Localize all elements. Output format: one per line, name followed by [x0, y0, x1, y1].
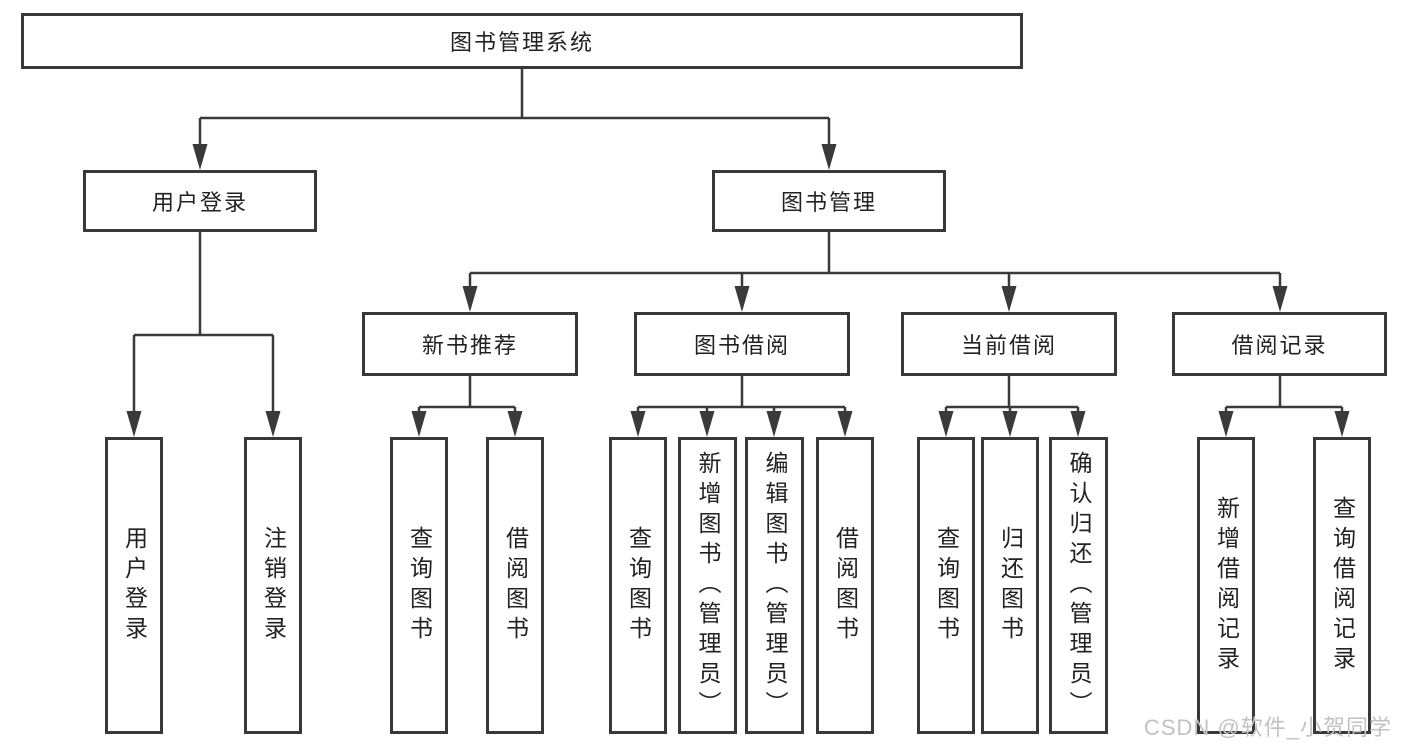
leaf-query-books-recommend-label: 查询图书: [406, 525, 433, 646]
edge-book-borrow-to-leaves: [630, 376, 853, 437]
node-book-management-label: 图书管理: [780, 190, 877, 215]
leaf-query-books-borrow-label: 查询图书: [625, 525, 652, 646]
leaf-borrow-books-borrow: 借阅图书: [816, 437, 874, 734]
edge-current-borrow-to-leaves: [938, 376, 1086, 437]
leaf-confirm-return-admin: 确认归还（管理员）: [1049, 437, 1108, 734]
leaf-add-books-admin-label: 新增图书（管理员）: [695, 450, 721, 721]
edge-new-book-recommend-to-leaves: [411, 376, 523, 437]
leaf-query-borrow-record-label: 查询借阅记录: [1329, 495, 1356, 676]
node-user-login-label: 用户登录: [151, 190, 248, 215]
leaf-query-books-current: 查询图书: [917, 437, 975, 734]
node-user-login: 用户登录: [83, 170, 317, 232]
node-root-label: 图书管理系统: [449, 30, 594, 55]
leaf-user-login: 用户登录: [105, 437, 163, 734]
watermark: CSDN @软件_小贺同学: [1143, 715, 1392, 740]
node-root: 图书管理系统: [21, 13, 1023, 69]
leaf-add-books-admin: 新增图书（管理员）: [678, 437, 737, 734]
leaf-query-books-recommend: 查询图书: [390, 437, 448, 734]
leaf-edit-books-admin-label: 编辑图书（管理员）: [762, 450, 788, 721]
node-current-borrow: 当前借阅: [901, 312, 1117, 376]
node-book-borrow: 图书借阅: [634, 312, 850, 376]
edge-root-to-level2: [192, 69, 837, 170]
edge-book-management-to-level3: [462, 232, 1288, 312]
edge-borrow-records-to-leaves: [1218, 376, 1350, 437]
node-borrow-records: 借阅记录: [1172, 312, 1387, 376]
node-book-borrow-label: 图书借阅: [693, 333, 790, 358]
leaf-return-books-label: 归还图书: [997, 525, 1024, 646]
node-new-book-recommend-label: 新书推荐: [421, 333, 518, 358]
leaf-add-borrow-record: 新增借阅记录: [1197, 437, 1255, 734]
edge-user-login-to-leaves: [126, 232, 281, 437]
leaf-borrow-books-recommend: 借阅图书: [486, 437, 544, 734]
leaf-user-login-label: 用户登录: [121, 525, 148, 646]
leaf-logout: 注销登录: [244, 437, 302, 734]
leaf-confirm-return-admin-label: 确认归还（管理员）: [1066, 450, 1092, 721]
leaf-query-books-borrow: 查询图书: [609, 437, 667, 734]
leaf-borrow-books-borrow-label: 借阅图书: [832, 525, 859, 646]
leaf-edit-books-admin: 编辑图书（管理员）: [745, 437, 804, 734]
leaf-add-borrow-record-label: 新增借阅记录: [1213, 495, 1240, 676]
node-book-management: 图书管理: [712, 170, 946, 232]
node-current-borrow-label: 当前借阅: [960, 333, 1057, 358]
leaf-query-borrow-record: 查询借阅记录: [1313, 437, 1371, 734]
node-borrow-records-label: 借阅记录: [1231, 333, 1328, 358]
leaf-borrow-books-recommend-label: 借阅图书: [502, 525, 529, 646]
leaf-return-books: 归还图书: [981, 437, 1039, 734]
leaf-query-books-current-label: 查询图书: [933, 525, 960, 646]
leaf-logout-label: 注销登录: [260, 525, 287, 646]
node-new-book-recommend: 新书推荐: [362, 312, 578, 376]
